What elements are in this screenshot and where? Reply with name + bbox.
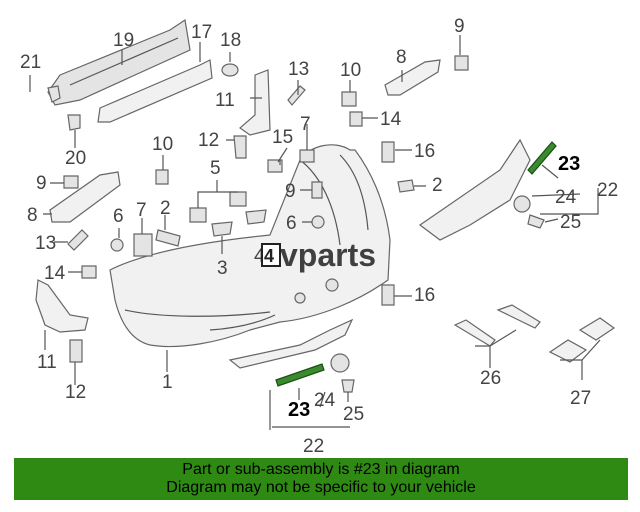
clip-14-left[interactable] [81,265,97,279]
callout-12-upper[interactable]: 12 [198,130,219,151]
bolt-10-left[interactable] [155,169,169,185]
callout-22-lower[interactable]: 22 [303,436,324,455]
bolt-9-left[interactable] [63,175,79,189]
bracket-27b[interactable] [578,317,616,341]
banner-line-1: Part or sub-assembly is #23 in diagram [182,461,460,478]
callout-24-lower[interactable]: 24 [314,390,336,411]
callout-21[interactable]: 21 [20,52,41,73]
callout-15[interactable]: 15 [272,127,293,148]
bracket-8-left[interactable] [49,171,121,223]
bracket-26b[interactable] [496,304,541,329]
callout-8-left[interactable]: 8 [27,205,38,226]
reflector-24-right[interactable] [513,195,531,213]
callout-25-right[interactable]: 25 [560,212,581,233]
grommet-6-left[interactable] [110,238,124,252]
bolt-21[interactable] [47,85,61,103]
callout-2-left[interactable]: 2 [160,198,171,219]
bracket-26a[interactable] [453,319,496,347]
callout-14-upper[interactable]: 14 [380,109,402,130]
clip-10-upper[interactable] [341,91,357,107]
logo-prefix: 4 [264,246,274,266]
clip-16-lower[interactable] [381,284,395,306]
cover-13-upper[interactable] [287,85,306,106]
bolt-25-lower[interactable] [341,379,355,393]
callout-8-upper[interactable]: 8 [396,47,407,68]
bolt-9-upper[interactable] [454,55,469,71]
callout-25-lower[interactable]: 25 [343,404,364,425]
bolt-20[interactable] [67,114,81,131]
pin-2-left[interactable] [155,229,181,247]
info-banner: Part or sub-assembly is #23 in diagram D… [14,458,628,500]
vparts-logo: 4 vparts [261,237,376,273]
callout-6-mid[interactable]: 6 [286,213,297,234]
clip-16-upper[interactable] [381,141,395,163]
bumper-reinforcement[interactable] [97,59,213,123]
clip-5b[interactable] [229,191,247,207]
clip-3a[interactable] [211,221,233,237]
bolt-12-lower[interactable] [69,339,83,363]
bracket-8-upper[interactable] [384,59,441,96]
clip-7-left[interactable] [133,233,153,257]
bracket-11-upper[interactable] [239,69,271,136]
callout-2-right[interactable]: 2 [432,175,443,196]
callout-1[interactable]: 1 [162,372,173,393]
highlight-part-23-lower[interactable] [275,363,325,387]
banner-line-2: Diagram may not be specific to your vehi… [166,479,476,496]
parts-diagram: 1 2 2 3 4 5 6 6 7 7 8 8 9 9 9 10 10 11 1… [20,16,618,455]
callout-12-lower[interactable]: 12 [65,382,86,403]
callout-7-upper[interactable]: 7 [300,114,311,135]
callout-7-left[interactable]: 7 [136,200,147,221]
clip-18[interactable] [221,63,239,77]
callout-13-upper[interactable]: 13 [288,59,309,80]
callout-4[interactable]: 4 [254,246,265,267]
callout-19[interactable]: 19 [113,30,134,51]
bolt-9-mid[interactable] [311,181,323,199]
bracket-27a[interactable] [548,339,588,363]
callout-26[interactable]: 26 [480,368,501,389]
clip-15[interactable] [267,159,283,173]
logo-text: vparts [280,237,376,273]
clip-7-upper[interactable] [299,149,315,163]
screw-2-right[interactable] [397,179,415,193]
callout-10-upper[interactable]: 10 [340,60,361,81]
clip-3b[interactable] [245,209,267,225]
bracket-11-lower[interactable] [35,279,89,333]
reflector-bracket-lower[interactable] [228,318,354,369]
reflector-bracket-right[interactable] [418,138,531,241]
callout-9-left[interactable]: 9 [36,173,47,194]
bolt-12-upper[interactable] [233,135,247,159]
callout-17[interactable]: 17 [191,22,212,43]
highlight-part-23-upper[interactable] [527,141,557,175]
callout-11-lower[interactable]: 11 [37,352,57,373]
cover-13-left[interactable] [67,229,89,251]
callout-18[interactable]: 18 [220,30,241,51]
callout-10-left[interactable]: 10 [152,134,173,155]
callout-6-left[interactable]: 6 [113,206,124,227]
callout-9-mid[interactable]: 9 [285,181,296,202]
bolt-25-right[interactable] [527,214,545,229]
callout-3[interactable]: 3 [217,258,228,279]
callout-9-upper[interactable]: 9 [454,16,465,37]
callout-22-right[interactable]: 22 [597,180,618,201]
callout-24-right[interactable]: 24 [555,187,577,208]
callout-23-lower[interactable]: 23 [288,399,310,421]
reflector-24-lower[interactable] [330,353,350,373]
callout-11-upper[interactable]: 11 [215,90,235,111]
callout-14-left[interactable]: 14 [44,263,66,284]
callout-23-right[interactable]: 23 [558,153,580,175]
clip-14-upper[interactable] [349,111,363,127]
grommet-6-mid[interactable] [311,215,325,229]
callout-5[interactable]: 5 [210,158,221,179]
clip-5a[interactable] [189,207,207,223]
callout-16-upper[interactable]: 16 [414,141,435,162]
callout-20[interactable]: 20 [65,148,86,169]
callout-16-lower[interactable]: 16 [414,285,435,306]
callout-13-left[interactable]: 13 [35,233,56,254]
callout-27[interactable]: 27 [570,388,591,409]
